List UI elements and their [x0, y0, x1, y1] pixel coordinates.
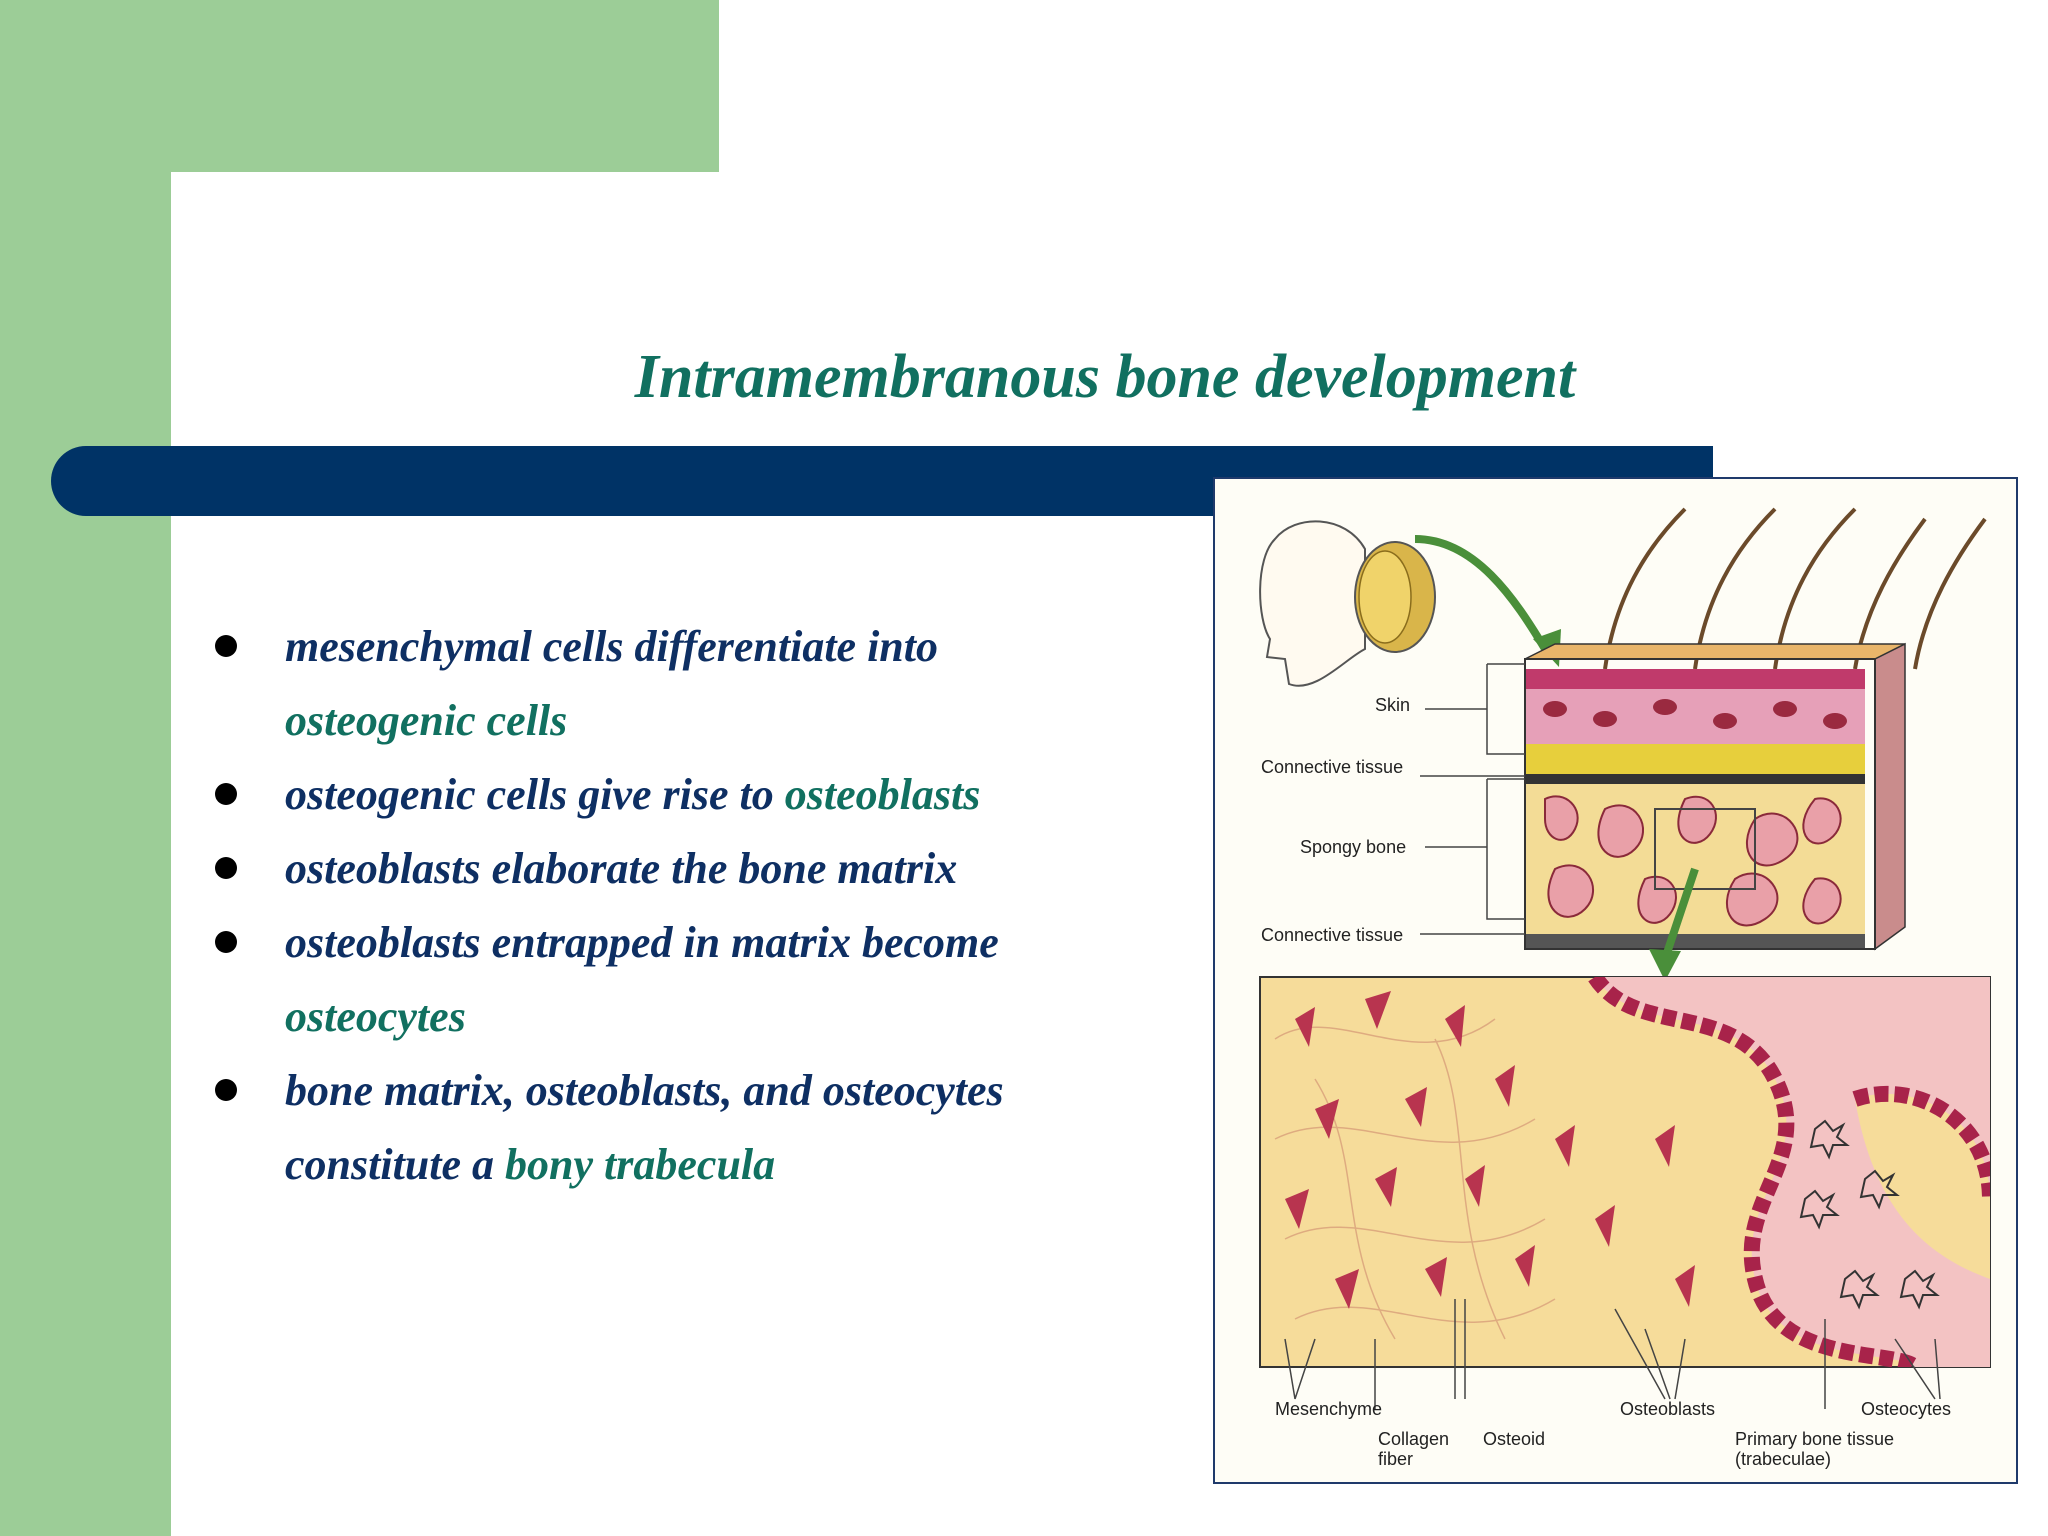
label-trabeculae: (trabeculae)	[1735, 1449, 1832, 1469]
bullet-list: mesenchymal cells differentiate into ost…	[205, 610, 1205, 1202]
arrow-icon	[1661, 867, 1699, 961]
highlight-term: osteoblasts	[784, 770, 981, 819]
label-primary-bone-tissue: Primary bone tissue	[1735, 1429, 1895, 1449]
arrow-icon	[1414, 535, 1549, 652]
label-spongy-bone: Spongy bone	[1300, 837, 1407, 857]
tissue-block	[1524, 642, 1906, 951]
label-connective-tissue-top: Connective tissue	[1261, 757, 1404, 777]
bullet-item: bone matrix, osteoblasts, and osteocytes…	[205, 1054, 1205, 1202]
bullet-dot-icon	[215, 931, 237, 953]
infant-head-icon	[1259, 520, 1436, 687]
bullet-dot-icon	[215, 783, 237, 805]
micro-leader-lines	[1284, 1299, 1941, 1409]
top-green-band	[0, 0, 719, 172]
bullet-item: osteoblasts entrapped in matrix become o…	[205, 906, 1205, 1054]
label-leader-lines	[1420, 663, 1525, 935]
bullet-item: mesenchymal cells differentiate into ost…	[205, 610, 1205, 758]
label-connective-tissue-bottom: Connective tissue	[1261, 925, 1404, 945]
label-fiber: fiber	[1378, 1449, 1414, 1469]
label-collagen: Collagen	[1378, 1429, 1450, 1449]
bullet-dot-icon	[215, 1079, 237, 1101]
highlight-term: osteogenic cells	[285, 696, 568, 745]
label-mesenchyme: Mesenchyme	[1275, 1399, 1383, 1419]
bullet-item: osteoblasts elaborate the bone matrix	[205, 832, 1205, 906]
label-skin: Skin	[1375, 695, 1411, 715]
figure-illustration	[1259, 507, 1991, 1409]
microscopic-view	[1259, 976, 1991, 1409]
bullet-dot-icon	[215, 857, 237, 879]
label-osteocytes: Osteocytes	[1861, 1399, 1952, 1419]
highlight-term: bony trabecula	[505, 1140, 776, 1189]
bone-development-figure: Skin Connective tissue Spongy bone Conne…	[1213, 477, 2018, 1484]
highlight-term: osteocytes	[285, 992, 466, 1041]
arrow-head-icon	[1649, 949, 1681, 981]
bullet-item: osteogenic cells give rise to osteoblast…	[205, 758, 1205, 832]
bullet-dot-icon	[215, 635, 237, 657]
label-osteoid: Osteoid	[1483, 1429, 1546, 1449]
slide-title: Intramembranous bone development	[634, 343, 1576, 411]
left-green-band	[0, 0, 171, 1536]
label-osteoblasts: Osteoblasts	[1620, 1399, 1716, 1419]
